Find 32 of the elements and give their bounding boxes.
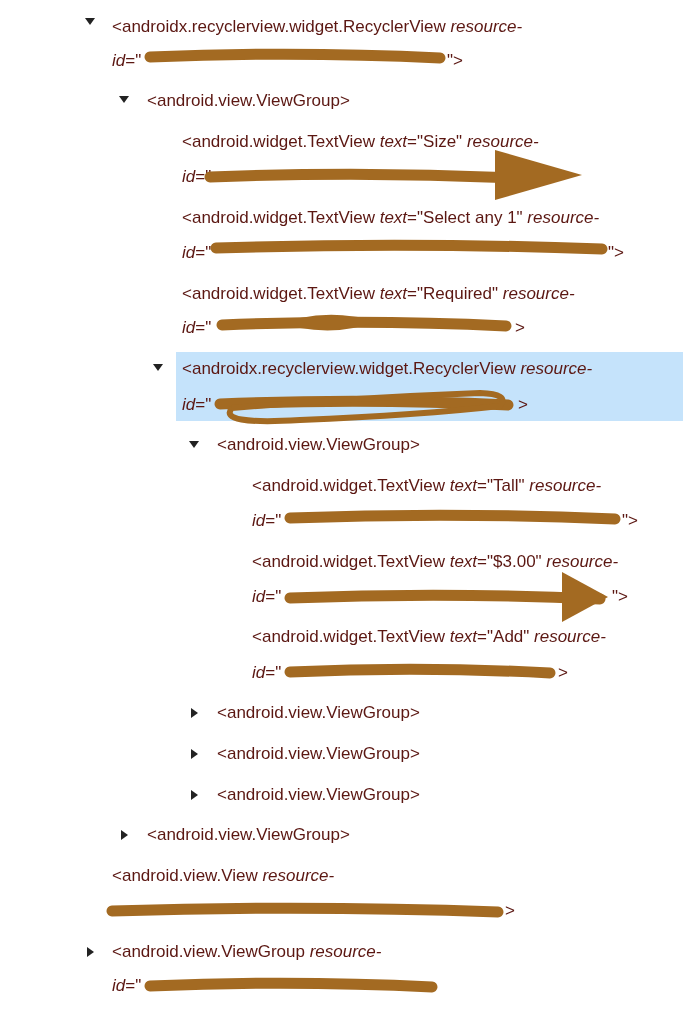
code-line: <android.view.ViewGroup> — [147, 824, 350, 846]
code-line: "> — [447, 50, 463, 72]
code-line: "> — [608, 242, 624, 264]
code-line: <android.widget.TextView text="Add" resource- — [252, 626, 606, 648]
code-line: id=" — [252, 586, 282, 608]
code-line: id=" — [182, 242, 212, 264]
code-line: <androidx.recyclerview.widget.RecyclerView resource- — [112, 16, 523, 38]
code-line: > — [558, 662, 568, 684]
code-line: "> — [612, 586, 628, 608]
code-line: <android.view.ViewGroup> — [217, 702, 420, 724]
code-line: > — [518, 394, 528, 416]
code-line: <android.widget.TextView text="Select any 1" resource- — [182, 207, 600, 229]
code-line: <android.widget.TextView text="Size" resource- — [182, 131, 539, 153]
code-line: > — [505, 900, 515, 922]
code-line: id=" — [252, 510, 282, 532]
code-line: <android.view.ViewGroup> — [217, 434, 420, 456]
code-line: id=" — [112, 975, 142, 997]
code-line: id=" — [112, 50, 142, 72]
code-line: id=" — [252, 662, 282, 684]
code-line: <android.view.ViewGroup resource- — [112, 941, 382, 963]
code-line: > — [515, 317, 525, 339]
code-line: <android.view.ViewGroup> — [147, 90, 350, 112]
code-line: <android.widget.TextView text="Required" resource- — [182, 283, 575, 305]
code-line: id=" — [182, 394, 212, 416]
code-line: <android.view.View resource- — [112, 865, 335, 887]
code-line: <android.view.ViewGroup> — [217, 784, 420, 806]
code-line: <android.view.ViewGroup> — [217, 743, 420, 765]
code-line: "> — [622, 510, 638, 532]
code-line: <androidx.recyclerview.widget.RecyclerView resource- — [182, 358, 593, 380]
code-line: id=" — [182, 317, 212, 339]
code-line: <android.widget.TextView text="$3.00" resource- — [252, 551, 619, 573]
code-line: <android.widget.TextView text="Tall" resource- — [252, 475, 602, 497]
